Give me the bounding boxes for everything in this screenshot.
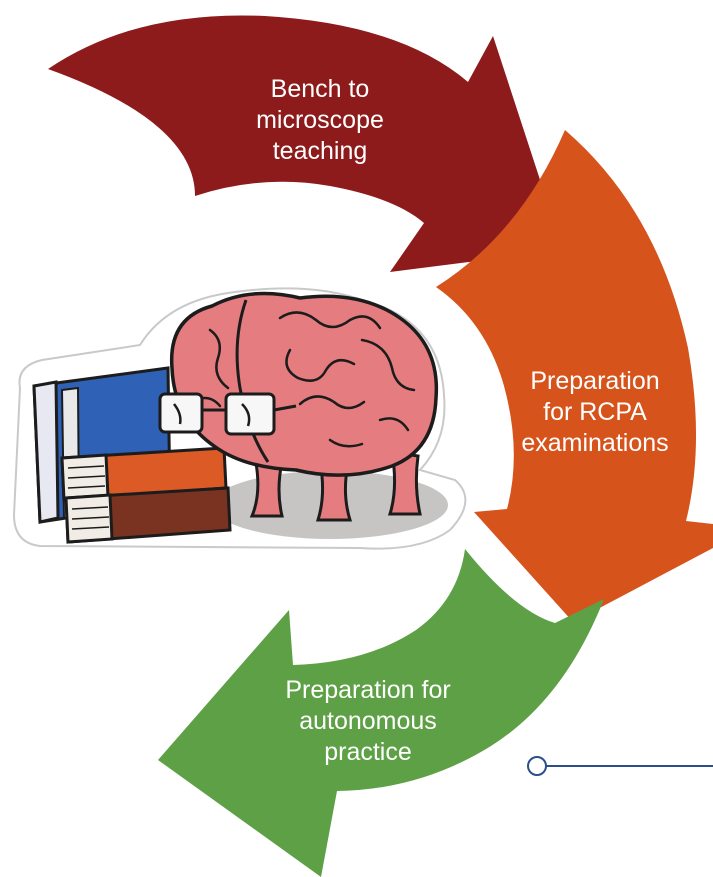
bench-arrow — [48, 15, 563, 272]
autonomous-arrow — [158, 549, 604, 877]
bench-to-microscope-label: Bench to microscope teaching — [256, 75, 384, 165]
autonomous-practice-label: Preparation for autonomous practice — [285, 676, 451, 766]
rcpa-arrow — [436, 130, 713, 622]
orange-book — [60, 446, 228, 502]
brown-book — [64, 486, 232, 544]
connector-node — [527, 756, 547, 776]
brain-books-illustration — [12, 287, 467, 550]
brain — [158, 291, 439, 477]
rcpa-examinations-label: Preparation for RCPA examinations — [521, 367, 669, 457]
glasses — [158, 392, 297, 436]
